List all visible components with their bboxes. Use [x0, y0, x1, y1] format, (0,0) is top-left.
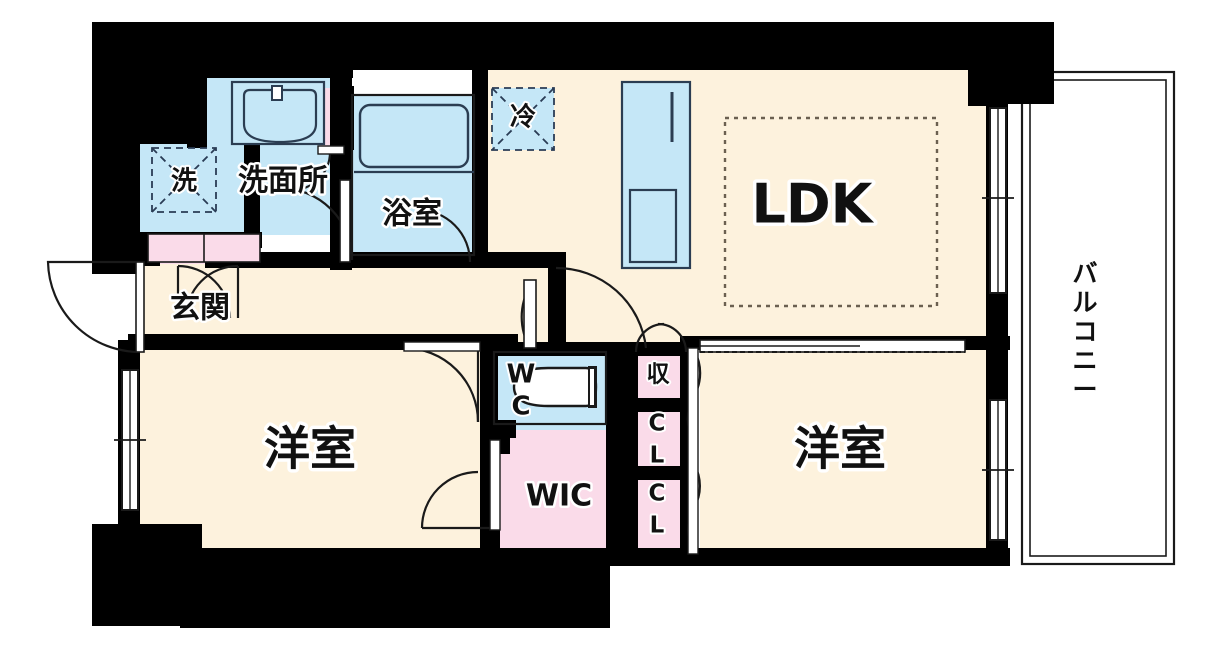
label-laundry: 洗: [171, 167, 197, 197]
ldk-bedroom-partition: [699, 339, 966, 353]
label-bath: 浴室: [382, 197, 442, 232]
bedroom-right-window: [982, 399, 1014, 541]
label-entrance: 玄関: [170, 291, 230, 326]
label-washroom: 洗面所: [238, 164, 328, 199]
wic-door: [420, 439, 501, 531]
floor-fills: [130, 70, 1008, 560]
balcony-char-1: ル: [1072, 288, 1097, 317]
shoe-cabinet: [147, 233, 261, 263]
corridor-door: [520, 266, 648, 349]
entrance-interior-doors: [176, 264, 240, 319]
closet-doors-right: [686, 347, 702, 555]
kitchen-sink: [628, 188, 678, 264]
door-swings: [46, 145, 702, 555]
ldk-balcony-window: [982, 107, 1014, 294]
label-ldk: LDK: [751, 173, 874, 236]
kitchen-counter: [620, 80, 692, 270]
bathtub: [354, 103, 474, 174]
bedroom-left-window: [114, 369, 146, 511]
storage-doors: [634, 322, 688, 353]
label-toilet-w: W: [507, 360, 536, 390]
label-balcony: バ ル コ ニ ー: [1072, 259, 1097, 404]
label-storage: 収: [647, 362, 671, 388]
room-outlines: [350, 93, 608, 426]
refrigerator-space: [491, 87, 555, 151]
label-wic: WIC: [526, 479, 592, 514]
label-bedroom-right: 洋室: [794, 422, 886, 476]
label-closet2-l: L: [650, 513, 665, 539]
label-bedroom-left: 洋室: [264, 422, 356, 476]
entrance-door: [46, 260, 145, 354]
ldk-area-boundary: [723, 116, 939, 308]
balcony-char-4: ー: [1072, 375, 1097, 404]
label-closet2-c: C: [649, 481, 666, 507]
label-fridge: 冷: [510, 102, 536, 133]
label-closet1-c: C: [649, 411, 666, 437]
toilet-bowl: [512, 366, 598, 408]
label-closet1-l: L: [650, 443, 665, 469]
bath-door: [279, 179, 472, 263]
vanity-sink: [230, 80, 326, 146]
bedroom-left-door: [403, 341, 481, 423]
balcony-char-0: バ: [1072, 259, 1097, 288]
balcony-area: [1020, 70, 1176, 566]
label-toilet-c: C: [511, 392, 530, 422]
laundry-machine-space: [151, 147, 217, 213]
windows: [114, 107, 1014, 541]
balcony-char-2: コ: [1072, 317, 1097, 346]
balcony-char-3: ニ: [1072, 346, 1097, 375]
